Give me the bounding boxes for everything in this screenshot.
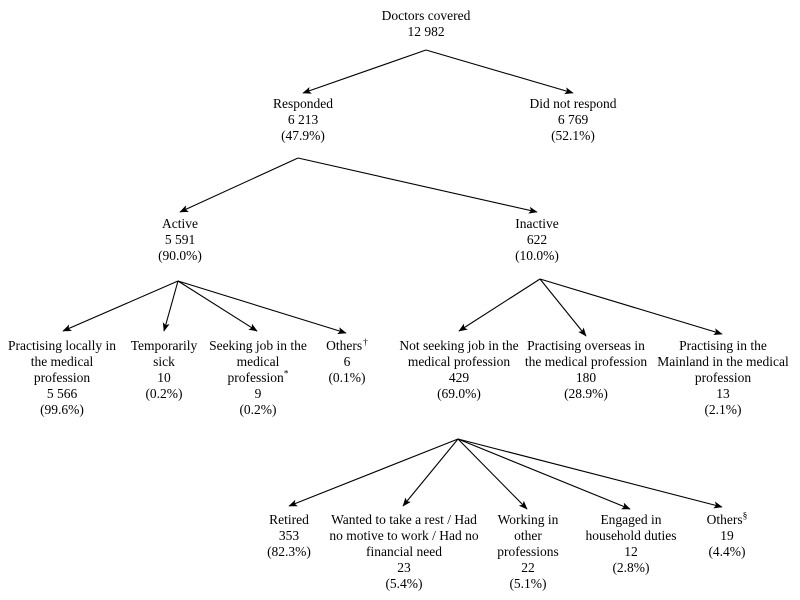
node-practising-mainland: Practising in the Mainland in the medica… — [656, 338, 790, 418]
node-others-bottom-marker: § — [742, 511, 748, 522]
node-active-value: 5 591 — [164, 231, 196, 247]
node-wanted-rest: Wanted to take a rest / Had no motive to… — [328, 512, 480, 592]
node-active-pct: (90.0%) — [158, 247, 202, 263]
node-not-seeking-job: Not seeking job in the medical professio… — [392, 338, 526, 402]
node-retired-label: Retired — [269, 512, 309, 527]
node-others-bottom-label: Others§ — [684, 512, 770, 528]
node-responded-value: 6 213 — [287, 111, 319, 127]
node-others-bottom-text: Others — [706, 512, 743, 527]
edge-notseeking-retired — [288, 438, 459, 507]
node-household-duties: Engaged in household duties 12 (2.8%) — [575, 512, 687, 576]
node-other-professions: Working in other professions 22 (5.1%) — [484, 512, 572, 592]
node-others-active: Others† 6 (0.1%) — [306, 338, 388, 386]
node-did-not-respond-value: 6 769 — [557, 111, 589, 127]
node-active-label: Active — [162, 216, 198, 231]
edge-root-did-not-respond — [425, 49, 574, 95]
edge-inactive-practising-mainland — [539, 278, 723, 336]
node-seeking-job-value: 9 — [254, 385, 262, 401]
node-others-bottom-value: 19 — [720, 527, 734, 543]
node-others-bottom: Others§ 19 (4.4%) — [684, 512, 770, 560]
node-practising-mainland-value: 13 — [716, 385, 730, 401]
node-responded-label: Responded — [273, 96, 333, 111]
node-practising-locally-label: Practising locally in the medical profes… — [8, 338, 116, 385]
node-inactive-value: 622 — [526, 231, 548, 247]
edge-notseeking-wanted-rest — [402, 438, 459, 507]
node-inactive-label: Inactive — [515, 216, 559, 231]
node-seeking-job-pct: (0.2%) — [239, 401, 277, 417]
node-household-duties-pct: (2.8%) — [612, 559, 650, 575]
node-temporarily-sick-pct: (0.2%) — [145, 385, 183, 401]
node-inactive: Inactive 622 (10.0%) — [477, 216, 597, 264]
node-others-active-label: Others† — [306, 338, 388, 354]
node-not-seeking-job-label: Not seeking job in the medical professio… — [399, 338, 519, 369]
node-others-active-marker: † — [363, 337, 368, 348]
edge-notseeking-household-duties — [457, 438, 631, 510]
node-seeking-job-text: Seeking job in the medical profession — [209, 338, 307, 385]
edge-root-responded — [302, 49, 427, 94]
node-practising-mainland-pct: (2.1%) — [704, 401, 742, 417]
edge-active-seeking-job — [177, 280, 258, 332]
node-not-seeking-job-value: 429 — [448, 369, 470, 385]
node-wanted-rest-label: Wanted to take a rest / Had no motive to… — [329, 512, 479, 559]
node-did-not-respond: Did not respond 6 769 (52.1%) — [493, 96, 653, 144]
node-other-professions-label: Working in other professions — [497, 512, 559, 559]
node-other-professions-value: 22 — [521, 559, 535, 575]
node-others-active-pct: (0.1%) — [328, 369, 366, 385]
node-retired: Retired 353 (82.3%) — [244, 512, 334, 560]
node-did-not-respond-pct: (52.1%) — [551, 127, 595, 143]
node-others-active-value: 6 — [343, 353, 351, 369]
node-practising-overseas-value: 180 — [575, 369, 597, 385]
node-practising-locally-pct: (99.6%) — [40, 401, 84, 417]
node-household-duties-label: Engaged in household duties — [585, 512, 677, 543]
node-root: Doctors covered 12 982 — [326, 8, 526, 40]
node-practising-locally-value: 5 566 — [46, 385, 78, 401]
node-other-professions-pct: (5.1%) — [509, 575, 547, 591]
node-practising-overseas-pct: (28.9%) — [564, 385, 608, 401]
node-not-seeking-job-pct: (69.0%) — [437, 385, 481, 401]
edge-active-temporarily-sick — [162, 280, 179, 332]
node-practising-mainland-label: Practising in the Mainland in the medica… — [657, 338, 789, 385]
node-responded-pct: (47.9%) — [281, 127, 325, 143]
edge-notseeking-other-professions — [457, 438, 528, 510]
node-temporarily-sick: Temporarily sick 10 (0.2%) — [124, 338, 204, 402]
node-responded: Responded 6 213 (47.9%) — [223, 96, 383, 144]
node-practising-overseas: Practising overseas in the medical profe… — [520, 338, 652, 402]
edge-notseeking-others — [457, 438, 723, 509]
node-temporarily-sick-label: Temporarily sick — [130, 338, 198, 369]
edge-active-practising-locally — [62, 280, 179, 332]
node-wanted-rest-value: 23 — [397, 559, 411, 575]
edge-inactive-practising-overseas — [539, 278, 587, 337]
edge-active-others — [177, 280, 347, 334]
node-practising-overseas-label: Practising overseas in the medical profe… — [524, 338, 648, 369]
node-practising-locally: Practising locally in the medical profes… — [2, 338, 122, 418]
edge-inactive-not-seeking-job — [458, 278, 541, 332]
edge-responded-active — [179, 157, 299, 213]
node-others-bottom-pct: (4.4%) — [708, 543, 746, 559]
node-retired-pct: (82.3%) — [267, 543, 311, 559]
node-household-duties-value: 12 — [624, 543, 638, 559]
node-seeking-job-marker: * — [283, 369, 289, 380]
node-retired-value: 353 — [278, 527, 300, 543]
node-active: Active 5 591 (90.0%) — [120, 216, 240, 264]
node-seeking-job-label: Seeking job in the medical profession* — [205, 338, 311, 386]
node-inactive-pct: (10.0%) — [515, 247, 559, 263]
edge-responded-inactive — [297, 157, 538, 214]
node-root-value: 12 982 — [407, 23, 445, 39]
node-seeking-job: Seeking job in the medical profession* 9… — [205, 338, 311, 418]
node-did-not-respond-label: Did not respond — [529, 96, 617, 111]
node-others-active-text: Others — [326, 338, 363, 353]
node-temporarily-sick-value: 10 — [157, 369, 171, 385]
node-wanted-rest-pct: (5.4%) — [385, 575, 423, 591]
node-root-label: Doctors covered — [381, 8, 471, 23]
